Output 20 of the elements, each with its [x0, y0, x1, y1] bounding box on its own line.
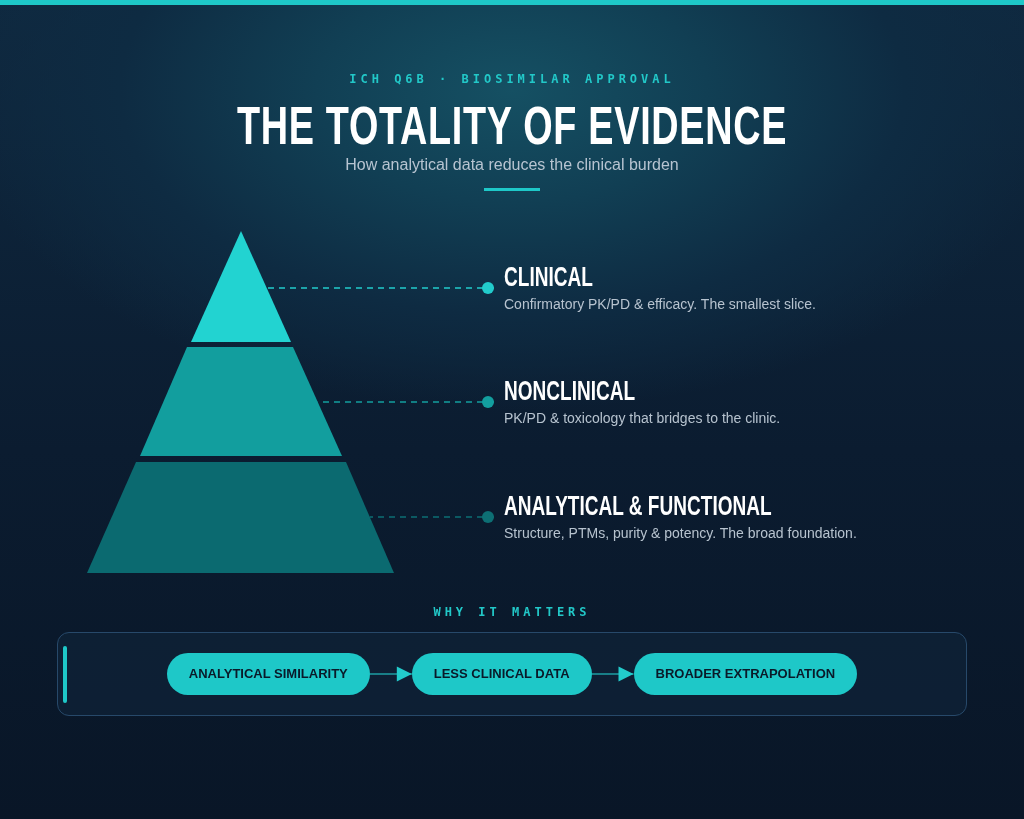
tier-heading: NONCLINICAL	[504, 377, 636, 405]
subtitle: How analytical data reduces the clinical burden	[345, 156, 679, 174]
eyebrow-label: ICH Q6B · BIOSIMILAR APPROVAL	[349, 72, 675, 86]
flow-step: ANALYTICAL SIMILARITY	[166, 653, 370, 695]
section-heading: WHY IT MATTERS	[433, 605, 591, 619]
tier-heading: ANALYTICAL & FUNCTIONAL	[504, 492, 772, 520]
tier-description: PK/PD & toxicology that bridges to the clinic.	[504, 409, 781, 427]
flow-arrow	[590, 666, 635, 682]
pyramid-tier	[140, 347, 342, 456]
tier-description: Confirmatory PK/PD & efficacy. The smallest slice.	[504, 295, 816, 313]
pyramid-tier	[87, 462, 394, 573]
flow-arrow	[368, 666, 413, 682]
title: THE TOTALITY OF EVIDENCE	[236, 98, 788, 152]
tier-heading: CLINICAL	[504, 263, 593, 291]
tier-description: Structure, PTMs, purity & potency. The broad foundation.	[504, 524, 858, 542]
leader-line	[369, 511, 495, 523]
flow-step: BROADER EXTRAPOLATION	[633, 653, 858, 695]
flow-step: LESS CLINICAL DATA	[411, 653, 592, 695]
pyramid-tier	[191, 231, 291, 342]
leader-line	[265, 282, 495, 294]
